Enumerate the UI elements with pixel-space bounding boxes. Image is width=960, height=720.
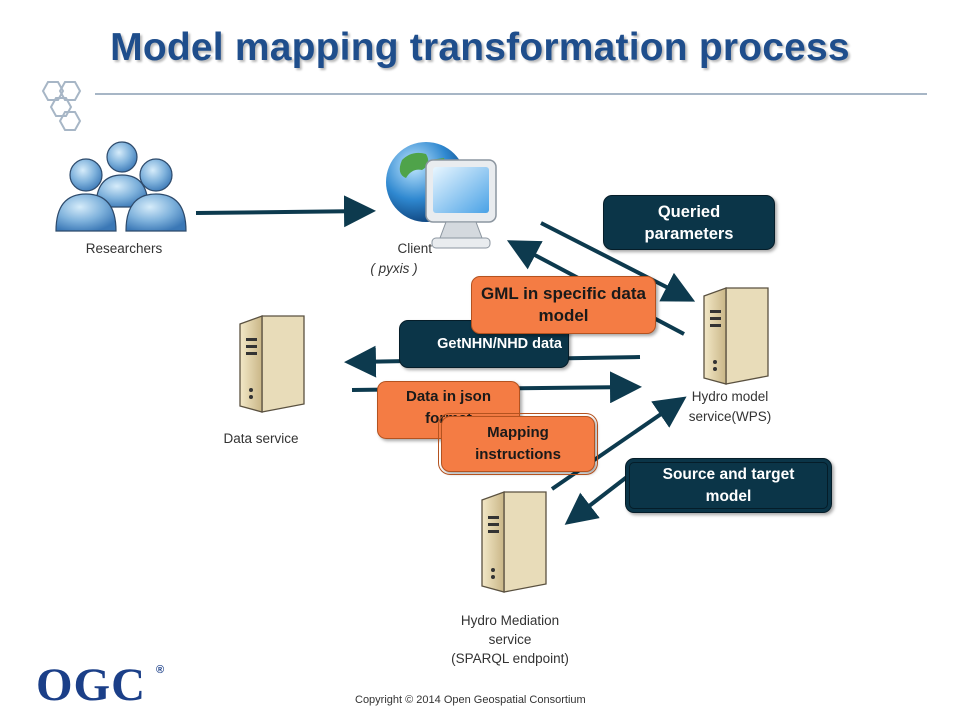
server-icon	[481, 491, 547, 593]
hexagon-decoration-icon	[41, 81, 82, 131]
registered-mark: ®	[156, 664, 165, 676]
arrow-mediation-to-hydro	[550, 396, 687, 491]
copyright-text: Copyright © 2014 Open Geospatial Consort…	[355, 694, 586, 706]
title-rule	[95, 93, 927, 95]
hydro-model-label: Hydro model	[691, 389, 769, 404]
people-group-icon	[55, 141, 187, 232]
server-icon	[703, 287, 769, 385]
server-icon	[239, 315, 305, 413]
hydro-mediation-sublabel: service	[488, 632, 532, 647]
ogc-logo: OGC	[36, 659, 147, 711]
arrow-researchers-to-client	[195, 195, 376, 228]
globe-monitor-icon	[386, 142, 497, 249]
data-service-label: Data service	[223, 431, 299, 446]
client-label: Client	[397, 241, 432, 256]
mapping-instructions-text: Mapping instructions	[475, 424, 561, 463]
gml-specific-box: GML in specific data model	[471, 276, 656, 334]
client-sublabel: ( pyxis )	[370, 261, 418, 276]
arrow-client-to-hydro-model	[540, 221, 696, 302]
researchers-label: Researchers	[85, 241, 163, 256]
source-target-text: Source and target model	[662, 465, 795, 505]
queried-parameters-box: Queried parameters	[603, 195, 775, 250]
hydro-mediation-endpoint: (SPARQL endpoint)	[451, 651, 569, 666]
hydro-model-sublabel: service(WPS)	[688, 409, 772, 424]
source-target-box: Source and target model	[625, 458, 832, 513]
get-nhn-nhd-text: GetNHN/NHD data	[437, 336, 562, 352]
queried-parameters-text: Queried parameters	[644, 202, 734, 243]
gml-specific-text: GML in specific data model	[480, 284, 646, 325]
hydro-mediation-label: Hydro Mediation	[460, 613, 560, 628]
page-title: Model mapping transformation process	[110, 26, 850, 69]
mapping-instructions-box: Mapping instructions	[438, 413, 598, 475]
